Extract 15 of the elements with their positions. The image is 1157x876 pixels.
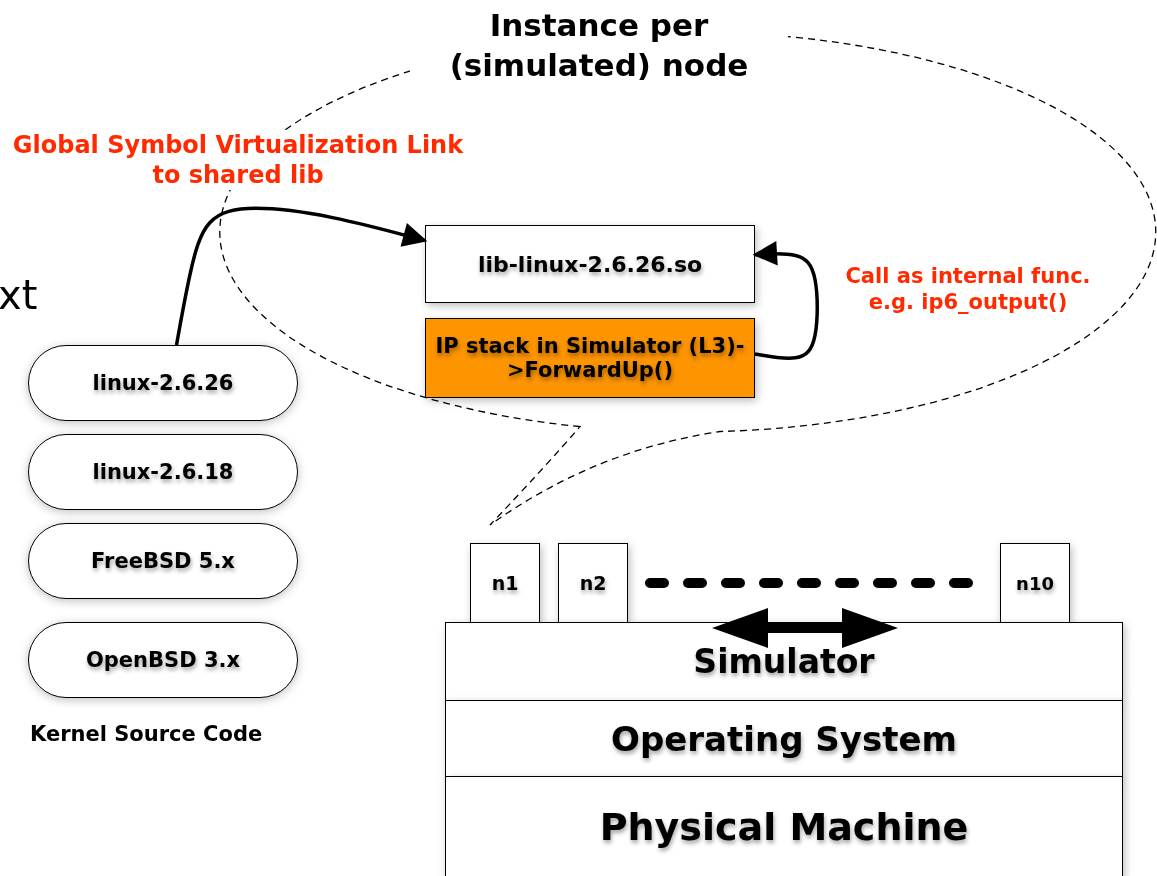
library-box: lib-linux-2.6.26.so (425, 225, 755, 303)
layer-box: Physical Machine (445, 776, 1123, 876)
node-box: n2 (558, 543, 628, 623)
kernel-pill: OpenBSD 3.x (28, 622, 298, 698)
caption: Kernel Source Code (30, 722, 263, 746)
node-box: n1 (470, 543, 540, 623)
arrow (174, 206, 428, 346)
kernel-pill: linux-2.6.18 (28, 434, 298, 510)
layer-box: Simulator (445, 622, 1123, 701)
process-box: IP stack in Simulator (L3)->ForwardUp() (425, 318, 755, 398)
layer-box: Operating System (445, 700, 1123, 777)
node-box: n10 (1000, 543, 1070, 623)
kernel-pill: FreeBSD 5.x (28, 523, 298, 599)
kernel-pill: linux-2.6.26 (28, 345, 298, 421)
arrow (752, 241, 819, 360)
